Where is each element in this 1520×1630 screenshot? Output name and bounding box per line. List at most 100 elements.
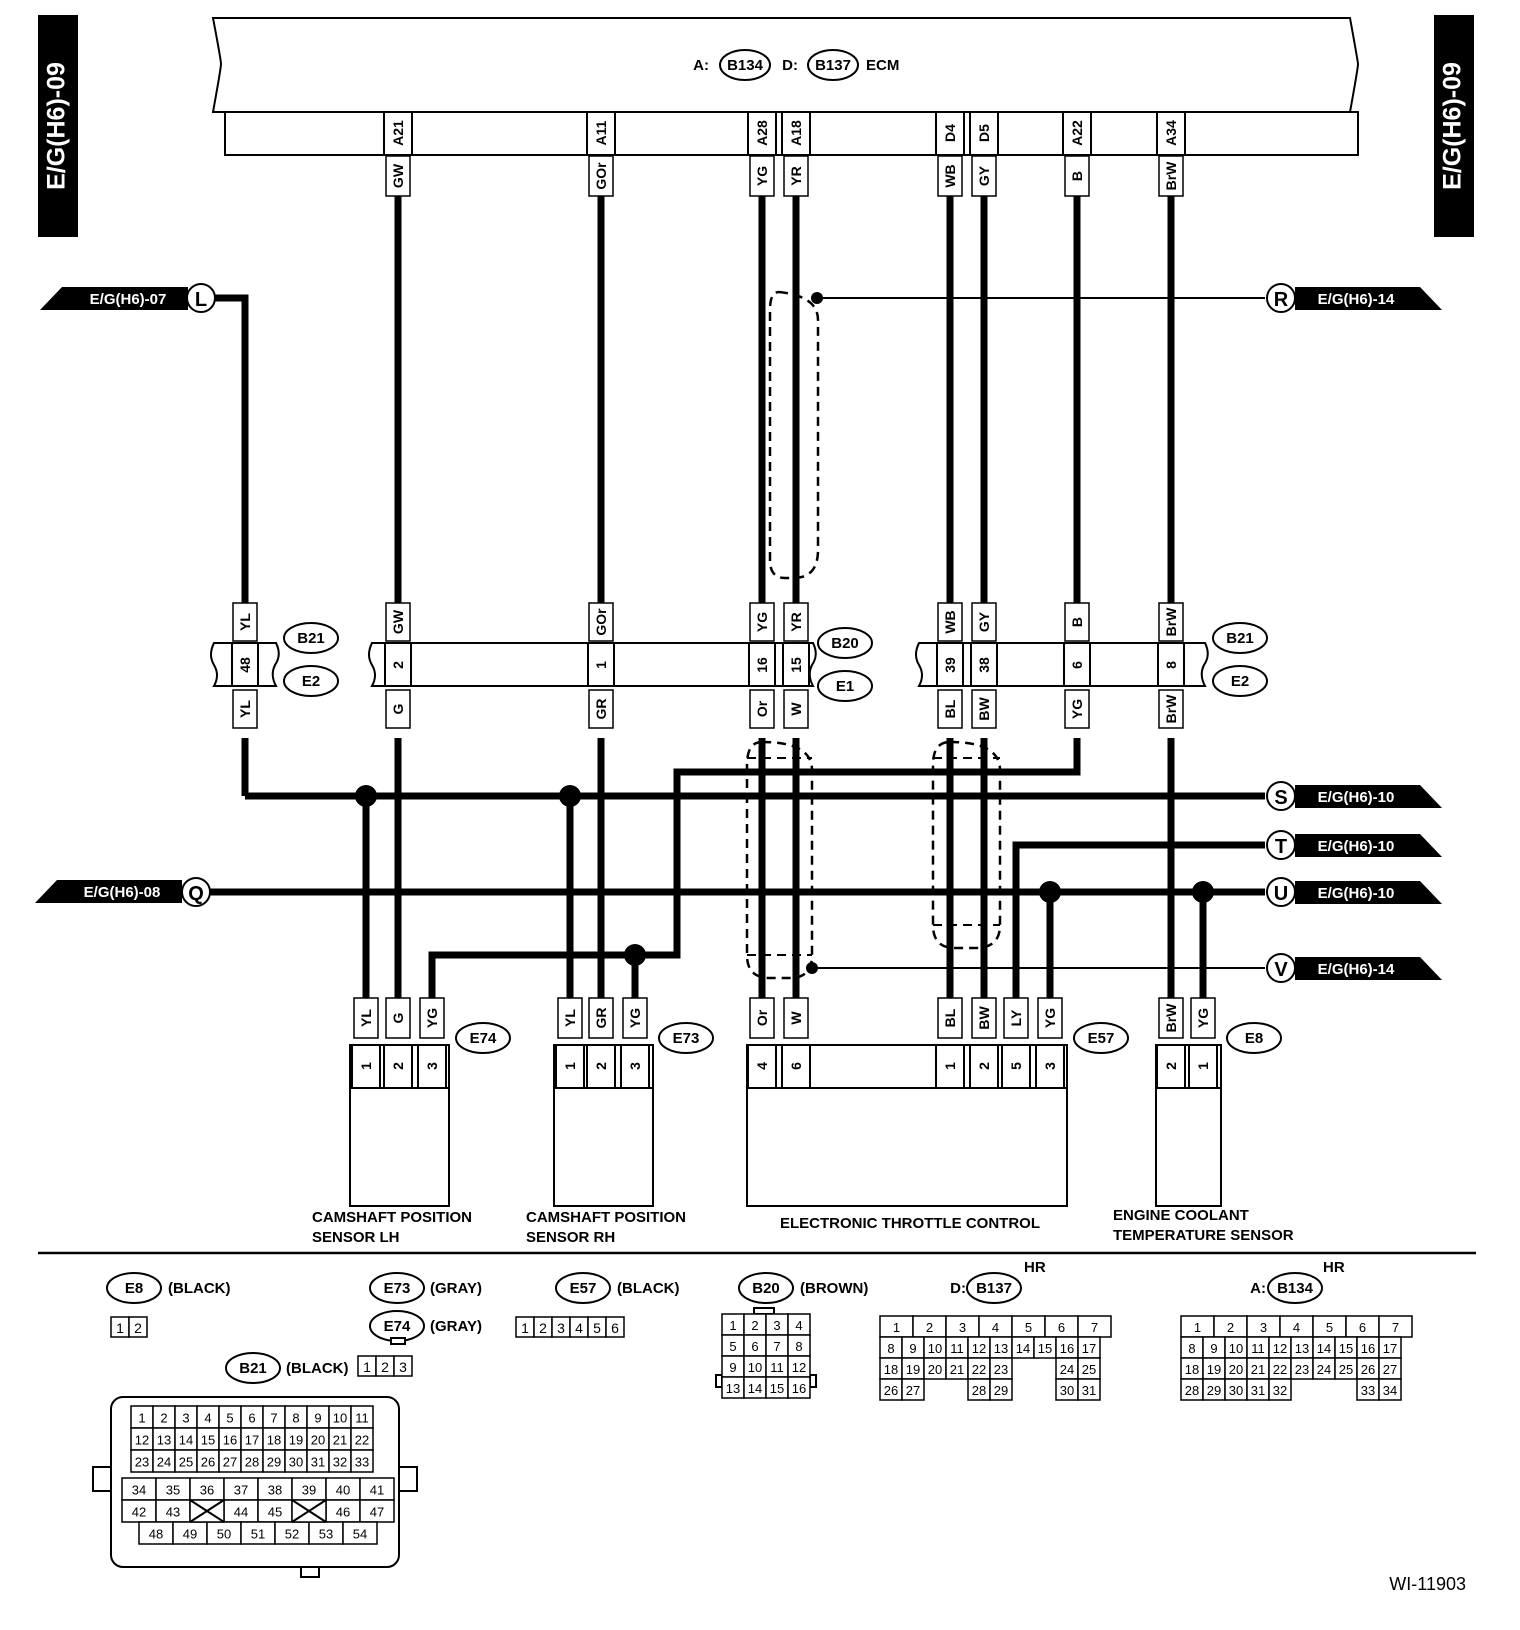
- legend-b134-r2-pin-21: 21: [1251, 1362, 1265, 1377]
- ecm-wire-color-A28-box: [749, 155, 775, 197]
- e8-pin-1: 1: [1195, 1062, 1211, 1070]
- e57-wire-2-box: [971, 997, 997, 1039]
- e73-wire-3-box: [622, 997, 648, 1039]
- legend-e57-pin-2: 2: [539, 1320, 547, 1336]
- upper-wires: [205, 196, 1175, 603]
- legend-b21-bot-r0-pin-37: 37: [234, 1483, 248, 1498]
- legend-b134-r3-pin-31: 31: [1251, 1383, 1265, 1398]
- legend-b20-color: (BROWN): [800, 1280, 868, 1297]
- junction-bottom-color-3-box: [749, 689, 775, 729]
- horizontal-buses: [210, 297, 1265, 1000]
- legend-b134-r2-pin-26: 26: [1361, 1362, 1375, 1377]
- junction-bottom-color-5-box: [937, 689, 963, 729]
- legend-b21-top-r1-pin-21: 21: [333, 1433, 347, 1448]
- e73-name-2: SENSOR RH: [526, 1229, 615, 1246]
- legend-b134-r2-pin-20: 20: [1229, 1362, 1243, 1377]
- offpage-Q-letter: Q: [188, 883, 204, 905]
- ecm-label: ECM: [866, 57, 899, 74]
- legend-b21-top-r2-pin-33: 33: [355, 1455, 369, 1470]
- junction-top-color-3: YG: [754, 612, 770, 632]
- ecm-pin-A21: A21: [390, 120, 406, 146]
- legend-b137-r3-pin-29: 29: [994, 1383, 1008, 1398]
- junction-bottom-color-6: BW: [976, 697, 992, 721]
- e74-name-2: SENSOR LH: [312, 1229, 400, 1246]
- legend-e8-color: (BLACK): [168, 1280, 230, 1297]
- legend-b21-top-r2-pin-24: 24: [157, 1455, 171, 1470]
- legend-b21-top-r2-pin-27: 27: [223, 1455, 237, 1470]
- ecm-wire-color-A22-box: [1064, 155, 1090, 197]
- legend-b137-r0-pin-6: 6: [1058, 1320, 1065, 1335]
- offpage-S-letter: S: [1274, 787, 1287, 809]
- offpage-V: V E/G(H6)-14: [1266, 953, 1442, 983]
- legend-b21-bot-r0-pin-38: 38: [268, 1483, 282, 1498]
- e73-pin-1: 1: [562, 1062, 578, 1070]
- legend-b134-r2-pin-19: 19: [1207, 1362, 1221, 1377]
- legend-b137-r3-pin-27: 27: [906, 1383, 920, 1398]
- ecm-pin-D4: D4: [942, 124, 958, 142]
- legend-b21-bot-r2-cell-54: [342, 1521, 378, 1545]
- legend-b134-r0-pin-4: 4: [1293, 1320, 1300, 1335]
- junction-top-color-0: YL: [237, 613, 253, 631]
- offpage-S: S E/G(H6)-10: [1266, 781, 1442, 811]
- legend-b137-r3-pin-28: 28: [972, 1383, 986, 1398]
- legend-b21-top-r0-pin-1: 1: [138, 1411, 145, 1426]
- legend-b134-r0-pin-5: 5: [1326, 1320, 1333, 1335]
- legend-b137-r1-pin-8: 8: [887, 1341, 894, 1356]
- ecm-pin-A34: A34: [1163, 120, 1179, 146]
- offpage-U-letter: U: [1274, 883, 1288, 905]
- offpage-V-ref: E/G(H6)-14: [1318, 961, 1395, 978]
- junction-top-color-7: B: [1069, 617, 1085, 627]
- lower-wires: [362, 738, 1207, 1000]
- legend-b20-r2-pin-12: 12: [792, 1360, 806, 1375]
- e57-wire-1: BL: [942, 1008, 958, 1027]
- legend-b21-bot-r1-pin-46: 46: [336, 1505, 350, 1520]
- component-E73: E73 CAMSHAFT POSITION SENSOR RH: [526, 1022, 714, 1246]
- component-E57: E57 ELECTRONIC THROTTLE CONTROL: [746, 1022, 1129, 1232]
- e1-bottom-label: E1: [836, 678, 854, 695]
- ecm-wire-color-D4: WB: [942, 164, 958, 187]
- e57-wire-4-box: [749, 997, 775, 1039]
- legend-b134-r1-pin-13: 13: [1295, 1341, 1309, 1356]
- offpage-right-group: R E/G(H6)-14 S E/G(H6)-10 T E/G(H6)-10 U: [1266, 283, 1442, 983]
- e57-name-1: ELECTRONIC THROTTLE CONTROL: [780, 1215, 1040, 1232]
- legend-b20-r1-pin-5: 5: [729, 1339, 736, 1354]
- junction-bottom-color-3: Or: [754, 700, 770, 717]
- junction-top-color-1-box: [385, 602, 411, 642]
- junction-top-color-0-box: [232, 602, 258, 642]
- junction-top-color-1: GW: [390, 609, 406, 634]
- ecm-wire-color-A18: YR: [788, 166, 804, 185]
- legend-e57-color: (BLACK): [617, 1280, 679, 1297]
- offpage-L-letter: L: [195, 289, 207, 311]
- legend-b20-r1-pin-6: 6: [751, 1339, 758, 1354]
- legend-b134-r0-pin-6: 6: [1359, 1320, 1366, 1335]
- legend-b134-prefix: A:: [1250, 1280, 1266, 1297]
- b20-top-label: B20: [831, 635, 859, 652]
- legend-b21-top-r2-pin-29: 29: [267, 1455, 281, 1470]
- legend-b134-r2-pin-23: 23: [1295, 1362, 1309, 1377]
- legend-b137-id: B137: [976, 1280, 1012, 1297]
- legend-e8-pin-1: 1: [116, 1320, 124, 1336]
- legend-b134-r2-pin-27: 27: [1383, 1362, 1397, 1377]
- legend-b137-r3-cell-29: [989, 1378, 1013, 1401]
- e74-pin-3: 3: [424, 1062, 440, 1070]
- junction-pin-15: 15: [788, 657, 804, 673]
- legend-b21-top-r1-pin-14: 14: [179, 1433, 193, 1448]
- e74-id: E74: [470, 1030, 497, 1047]
- e74-wire-2-box: [385, 997, 411, 1039]
- offpage-T-letter: T: [1275, 836, 1287, 858]
- legend-b20-r2-pin-10: 10: [748, 1360, 762, 1375]
- legend-b21-top-r1-pin-22: 22: [355, 1433, 369, 1448]
- ecm-conn-a: B134: [727, 57, 764, 74]
- diagram-static-layer: E/G(H6)-09 E/G(H6)-09 A: B134 D: B137 EC…: [35, 15, 1476, 1594]
- legend-b21-top-r2-pin-30: 30: [289, 1455, 303, 1470]
- legend-b21-top-r2-pin-32: 32: [333, 1455, 347, 1470]
- legend-b137-r2-pin-20: 20: [928, 1362, 942, 1377]
- legend-b134-r1-pin-14: 14: [1317, 1341, 1331, 1356]
- legend-b21-top-r2-pin-25: 25: [179, 1455, 193, 1470]
- junction-bottom-color-0-box: [232, 689, 258, 729]
- junction-pin-2: 2: [390, 661, 406, 669]
- e8-wire-2: BrW: [1163, 1003, 1179, 1033]
- e8-wire-1-box: [1190, 997, 1216, 1039]
- e73-pin-3: 3: [627, 1062, 643, 1070]
- legend-b20-r1-pin-8: 8: [795, 1339, 802, 1354]
